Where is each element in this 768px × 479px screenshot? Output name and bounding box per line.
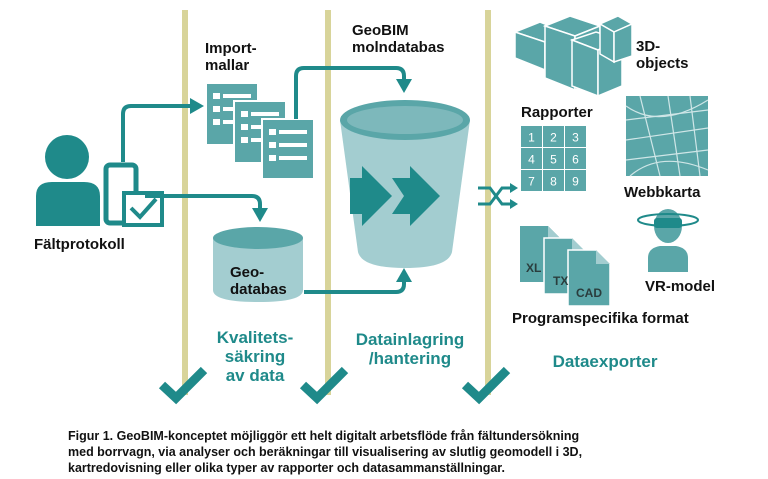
arrowhead-icon: [190, 98, 204, 114]
figure-caption: Figur 1. GeoBIM-konceptet möjliggör ett …: [68, 429, 583, 475]
import-templates-label: Import- mallar: [205, 40, 257, 74]
web-map-label: Webbkarta: [624, 184, 701, 201]
import-template-docs: [205, 82, 315, 180]
file-icon: [567, 249, 611, 307]
report-grid-number: 8: [550, 175, 557, 189]
report-grid-cell: [565, 126, 586, 147]
arrowhead-icon: [510, 199, 518, 209]
report-grid-number: 3: [572, 131, 579, 145]
geo-database-icon: [213, 227, 303, 302]
report-grid-number: 9: [572, 175, 579, 189]
report-grid-cell: [565, 170, 586, 191]
report-grid-cell: [521, 148, 542, 169]
report-grid-cell: [521, 170, 542, 191]
checkmark-icon: [158, 366, 208, 405]
vr-model-label: VR-model: [645, 278, 716, 295]
stage-export-label: Dataexporter: [552, 352, 658, 371]
file-type-label: CAD: [576, 286, 602, 300]
web-map-icon: [625, 95, 709, 177]
arrow-import-to-cloud: [294, 66, 406, 119]
arrow-to-import: [121, 104, 192, 162]
arrowhead-icon: [396, 79, 412, 93]
city-3d-icon: [512, 15, 634, 98]
report-grid-number: 2: [550, 131, 557, 145]
report-grid-cell: [521, 126, 542, 147]
program-formats-label: Programspecifika format: [512, 310, 689, 327]
field-protocol-label: Fältprotokoll: [34, 236, 125, 253]
report-grid: 1 2 3 4 5 6 7 8 9: [519, 124, 588, 193]
stage-storage-label: Datainlagring /hantering: [355, 330, 465, 368]
tablet-check-icon: [103, 162, 164, 227]
report-grid-cell: [543, 148, 564, 169]
report-grid-number: 5: [550, 153, 557, 167]
geo-db-label: Geo- databas: [230, 264, 287, 298]
stage-quality-label: Kvalitets- säkring av data: [216, 328, 294, 385]
report-grid-cell: [543, 126, 564, 147]
report-grid-number: 4: [528, 153, 535, 167]
arrowhead-icon: [510, 183, 518, 193]
file-type-label: XL: [526, 261, 541, 275]
report-grid-number: 1: [528, 131, 535, 145]
arrowhead-icon: [252, 208, 268, 222]
checkmark-icon: [299, 366, 349, 405]
report-grid-number: 6: [572, 153, 579, 167]
arrowhead-icon: [396, 268, 412, 282]
report-grid-cell: [543, 170, 564, 191]
arrow-to-geodb: [145, 194, 262, 210]
arrow-geodb-to-cloud: [304, 280, 406, 294]
shuffle-icon: [478, 186, 512, 206]
objects-3d-label: 3D- objects: [636, 38, 689, 72]
reports-label: Rapporter: [521, 104, 593, 121]
double-arrow-icon: [350, 166, 440, 226]
file-type-label: TX: [553, 274, 568, 288]
document-icon: [261, 118, 315, 180]
report-grid-number: 7: [528, 175, 535, 189]
person-icon: [36, 135, 100, 226]
checkmark-icon: [461, 366, 511, 405]
vr-user-icon: [637, 209, 699, 272]
report-grid-cell: [565, 148, 586, 169]
cloud-db-label: GeoBIM molndatabas: [352, 22, 445, 56]
